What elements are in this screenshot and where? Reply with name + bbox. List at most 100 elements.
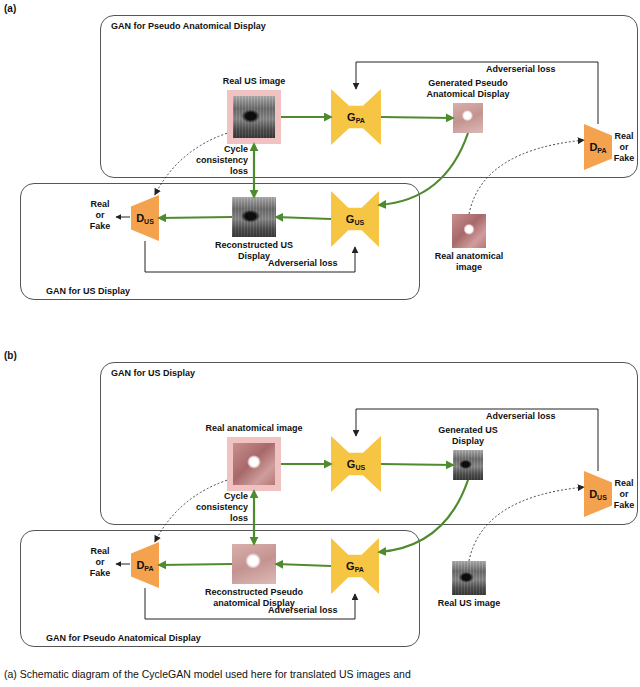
flow-arrow — [379, 480, 468, 552]
block-subscript: PA — [144, 565, 153, 572]
generator-block: GPA — [331, 89, 381, 145]
flow-arrow — [281, 463, 331, 465]
block-letter: D — [589, 141, 597, 153]
image-heading: Real anatomical image — [429, 251, 509, 273]
edge-label: Cycle consistency loss — [190, 144, 248, 177]
block-subscript: US — [144, 218, 154, 225]
block-letter: G — [346, 213, 355, 225]
generator-shape — [331, 89, 381, 145]
image-illustration — [453, 103, 483, 133]
output-leader — [116, 564, 130, 565]
image-heading: Real US image — [209, 76, 299, 87]
figure-label: Real or Fake — [612, 478, 636, 511]
flow-arrow — [379, 133, 468, 205]
block-letter: G — [347, 458, 356, 470]
flow-arrow — [381, 117, 453, 118]
flow-arrow — [253, 491, 255, 544]
group-title: GAN for US Display — [46, 286, 130, 296]
image-heading: Real US image — [429, 598, 509, 609]
image-tile: Reconstructed Pseudo anatomical Display — [232, 544, 276, 584]
generator-shape — [331, 538, 379, 594]
block-label: DUS — [131, 195, 159, 241]
group-box: GAN for Pseudo Anatomical DisplayReal US… — [100, 15, 638, 178]
image-heading: Generated US Display — [423, 425, 513, 447]
discriminator-block: DUS — [584, 471, 612, 517]
block-letter: D — [136, 212, 144, 224]
loss-arrow — [356, 62, 598, 124]
block-letter: D — [589, 488, 597, 500]
edge-label: Adverserial loss — [486, 411, 576, 422]
generator-shape — [331, 191, 379, 247]
loss-arrow — [356, 409, 598, 471]
sample-arrow — [469, 140, 584, 214]
group-title: GAN for Pseudo Anatomical Display — [111, 21, 266, 31]
generator-block: GUS — [331, 436, 381, 492]
block-label: DPA — [131, 542, 159, 588]
discriminator-shape — [131, 542, 159, 588]
block-subscript: US — [597, 494, 607, 501]
sample-arrow — [155, 133, 227, 195]
discriminator-block: DUS — [131, 195, 159, 241]
figure-label: Real or Fake — [86, 199, 114, 232]
flow-arrow — [276, 564, 331, 566]
figure-label: Real or Fake — [612, 131, 636, 164]
figure-caption: (a) Schematic diagram of the CycleGAN mo… — [4, 668, 411, 680]
edge-label: Cycle consistency loss — [190, 491, 248, 524]
group-title: GAN for US Display — [111, 368, 195, 378]
flow-arrow — [159, 564, 232, 565]
image-tile: Real US image — [452, 561, 486, 595]
loss-arrow — [145, 588, 355, 619]
edge-label: Adverserial loss — [268, 605, 352, 616]
block-label: GPA — [331, 538, 379, 594]
flow-arrow — [159, 217, 232, 218]
image-illustration — [452, 214, 486, 248]
discriminator-block: DPA — [584, 124, 612, 170]
block-subscript: PA — [355, 566, 364, 573]
group-box: GAN for US DisplayDUSReconstructed US Di… — [20, 183, 420, 300]
block-label: DUS — [584, 471, 612, 517]
discriminator-shape — [584, 471, 612, 517]
block-subscript: US — [355, 464, 365, 471]
image-illustration — [233, 96, 275, 138]
figure-label: (a) — [4, 2, 34, 15]
loss-arrow — [145, 241, 355, 272]
discriminator-shape — [131, 195, 159, 241]
block-label: GPA — [331, 89, 381, 145]
block-letter: G — [346, 560, 355, 572]
discriminator-shape — [584, 124, 612, 170]
image-illustration — [452, 561, 486, 595]
image-illustration — [232, 544, 276, 584]
sample-arrow — [155, 480, 227, 542]
image-illustration — [233, 443, 275, 485]
block-letter: D — [136, 559, 144, 571]
generator-block: GPA — [331, 538, 379, 594]
discriminator-block: DPA — [131, 542, 159, 588]
image-illustration — [453, 450, 483, 480]
output-leader — [116, 217, 130, 218]
generator-shape — [331, 436, 381, 492]
image-tile: Generated US Display — [453, 450, 483, 480]
image-tile: Real anatomical image — [452, 214, 486, 248]
block-subscript: PA — [356, 117, 365, 124]
image-illustration — [232, 197, 276, 237]
flow-arrow — [381, 464, 453, 465]
block-subscript: US — [354, 219, 364, 226]
group-box: GAN for US DisplayReal anatomical imageG… — [100, 362, 638, 525]
block-letter: G — [347, 111, 356, 123]
image-tile: Reconstructed US Display — [232, 197, 276, 237]
block-label: DPA — [584, 124, 612, 170]
highlighted-image: Real US image — [227, 90, 281, 144]
highlighted-image: Real anatomical image — [227, 437, 281, 491]
edge-label: Adverserial loss — [268, 258, 352, 269]
sample-arrow — [469, 487, 584, 561]
group-box: GAN for Pseudo Anatomical DisplayDPAReco… — [20, 530, 420, 647]
block-subscript: PA — [597, 147, 606, 154]
image-heading: Real anatomical image — [194, 423, 314, 434]
block-label: GUS — [331, 436, 381, 492]
figure-label: (b) — [4, 349, 34, 362]
figure-label: Real or Fake — [86, 546, 114, 579]
edge-label: Adverserial loss — [486, 64, 576, 75]
